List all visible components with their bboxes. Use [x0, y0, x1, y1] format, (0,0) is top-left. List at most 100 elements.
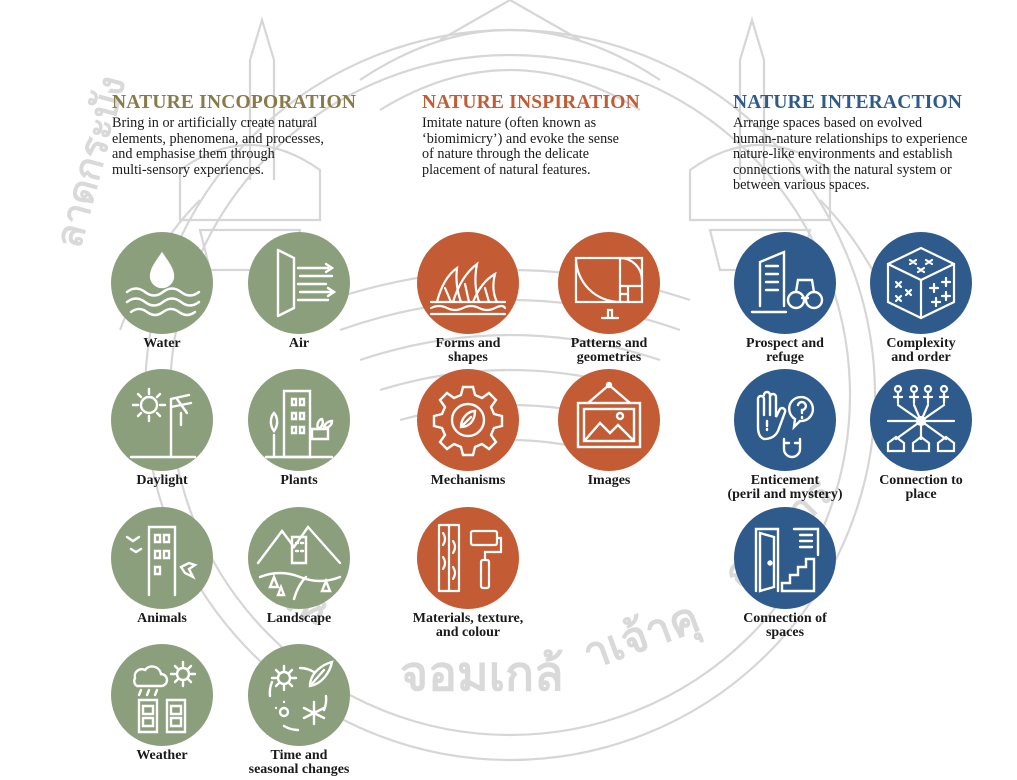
- label-line: Enticement: [750, 473, 820, 488]
- item-label: Forms and shapes: [383, 337, 553, 364]
- label-line: and order: [891, 349, 951, 365]
- label-line: Mechanisms: [430, 473, 506, 488]
- item-patterns-geometries: Patterns and geometries: [524, 232, 694, 364]
- inspiration-title: NATURE INSPIRATION: [422, 92, 640, 113]
- inspiration-header: NATURE INSPIRATION Imitate nature (often…: [422, 92, 640, 178]
- label-line: refuge: [766, 349, 804, 365]
- air-icon: [248, 232, 350, 334]
- opera-house-icon: [417, 232, 519, 334]
- item-landscape: Landscape: [214, 507, 384, 626]
- item-label: Prospect and refuge: [700, 337, 870, 364]
- label-line: Daylight: [136, 473, 188, 488]
- cube-pattern-icon: [870, 232, 972, 334]
- description-line: Bring in or artificially create natural: [112, 115, 318, 131]
- daylight-icon: [111, 369, 213, 471]
- label-line: Patterns and: [570, 336, 648, 351]
- label-line: Landscape: [266, 611, 332, 626]
- label-line: (peril and mystery): [727, 486, 843, 502]
- description-line: multi-sensory experiences.: [112, 161, 265, 178]
- item-label: Water: [77, 337, 247, 351]
- description-line: placement of natural features.: [422, 161, 591, 178]
- description-line: between various spaces.: [733, 177, 870, 193]
- plants-icon: [248, 369, 350, 471]
- label-line: Materials, texture,: [412, 611, 524, 626]
- item-materials: Materials, texture, and colour: [383, 507, 553, 639]
- paint-roller-icon: [417, 507, 519, 609]
- item-label: Mechanisms: [383, 474, 553, 488]
- label-line: Water: [143, 336, 181, 351]
- item-seasons: Time and seasonal changes: [214, 644, 384, 776]
- description-line: Arrange spaces based on evolved: [733, 115, 923, 131]
- item-plants: Plants: [214, 369, 384, 488]
- label-line: Complexity: [886, 336, 956, 351]
- incorporation-description: Bring in or artificially create natural …: [112, 115, 356, 178]
- item-animals: Animals: [77, 507, 247, 626]
- interaction-description: Arrange spaces based on evolved human-na…: [733, 115, 968, 194]
- item-label: Weather: [77, 749, 247, 763]
- item-weather: Weather: [77, 644, 247, 763]
- item-forms-shapes: Forms and shapes: [383, 232, 553, 364]
- label-line: Weather: [136, 748, 188, 763]
- gear-leaf-icon: [417, 369, 519, 471]
- svg-text:จอมเกล้: จอมเกล้: [400, 646, 563, 702]
- label-line: Connection of: [743, 611, 827, 626]
- label-line: place: [905, 486, 937, 502]
- label-line: spaces: [765, 624, 805, 640]
- door-stairs-icon: [734, 507, 836, 609]
- item-label: Patterns and geometries: [524, 337, 694, 364]
- item-label: Enticement (peril and mystery): [700, 474, 870, 501]
- label-line: Connection to: [879, 473, 963, 488]
- item-daylight: Daylight: [77, 369, 247, 488]
- people-network-icon: [870, 369, 972, 471]
- weather-icon: [111, 644, 213, 746]
- seasons-icon: [248, 644, 350, 746]
- item-water: Water: [77, 232, 247, 351]
- description-line: and emphasise them through: [112, 146, 275, 162]
- landscape-icon: [248, 507, 350, 609]
- item-label: Landscape: [214, 612, 384, 626]
- description-line: of nature through the delicate: [422, 146, 590, 162]
- label-line: Time and: [270, 748, 328, 763]
- incorporation-header: NATURE INCOPORATION Bring in or artifici…: [112, 92, 356, 178]
- item-label: Connection of spaces: [700, 612, 870, 639]
- description-line: ‘biomimicry’) and evoke the sense: [422, 130, 619, 147]
- label-line: Animals: [137, 611, 187, 626]
- label-line: Prospect and: [746, 336, 824, 351]
- item-enticement: Enticement (peril and mystery): [700, 369, 870, 501]
- item-images: Images: [524, 369, 694, 488]
- item-label: Materials, texture, and colour: [383, 612, 553, 639]
- label-line: geometries: [576, 349, 642, 365]
- framed-picture-icon: [558, 369, 660, 471]
- description-line: human-nature relationships to experience: [733, 130, 968, 147]
- label-line: Plants: [280, 473, 318, 488]
- interaction-header: NATURE INTERACTION Arrange spaces based …: [733, 92, 967, 194]
- item-connection-to-place: Connection to place: [836, 369, 1006, 501]
- label-line: Images: [587, 473, 631, 488]
- item-label: Plants: [214, 474, 384, 488]
- item-prospect-refuge: Prospect and refuge: [700, 232, 870, 364]
- label-line: Forms and: [435, 336, 501, 351]
- binoculars-building-icon: [734, 232, 836, 334]
- incorporation-title: NATURE INCOPORATION: [112, 92, 357, 113]
- description-line: nature-like environments and establish: [733, 146, 953, 162]
- interaction-title: NATURE INTERACTION: [733, 92, 963, 113]
- item-connection-of-spaces: Connection of spaces: [700, 507, 870, 639]
- item-label: Complexity and order: [836, 337, 1006, 364]
- item-label: Images: [524, 474, 694, 488]
- hand-question-icon: [734, 369, 836, 471]
- golden-ratio-icon: [558, 232, 660, 334]
- label-line: seasonal changes: [248, 761, 350, 777]
- label-line: and colour: [435, 624, 501, 640]
- water-icon: [111, 232, 213, 334]
- item-label: Daylight: [77, 474, 247, 488]
- item-label: Air: [214, 337, 384, 351]
- item-air: Air: [214, 232, 384, 351]
- animals-icon: [111, 507, 213, 609]
- inspiration-description: Imitate nature (often known as ‘biomimic…: [422, 115, 640, 178]
- item-label: Connection to place: [836, 474, 1006, 501]
- item-mechanisms: Mechanisms: [383, 369, 553, 488]
- item-label: Time and seasonal changes: [214, 749, 384, 776]
- description-line: elements, phenomena, and processes,: [112, 130, 324, 147]
- item-label: Animals: [77, 612, 247, 626]
- description-line: Imitate nature (often known as: [422, 115, 597, 131]
